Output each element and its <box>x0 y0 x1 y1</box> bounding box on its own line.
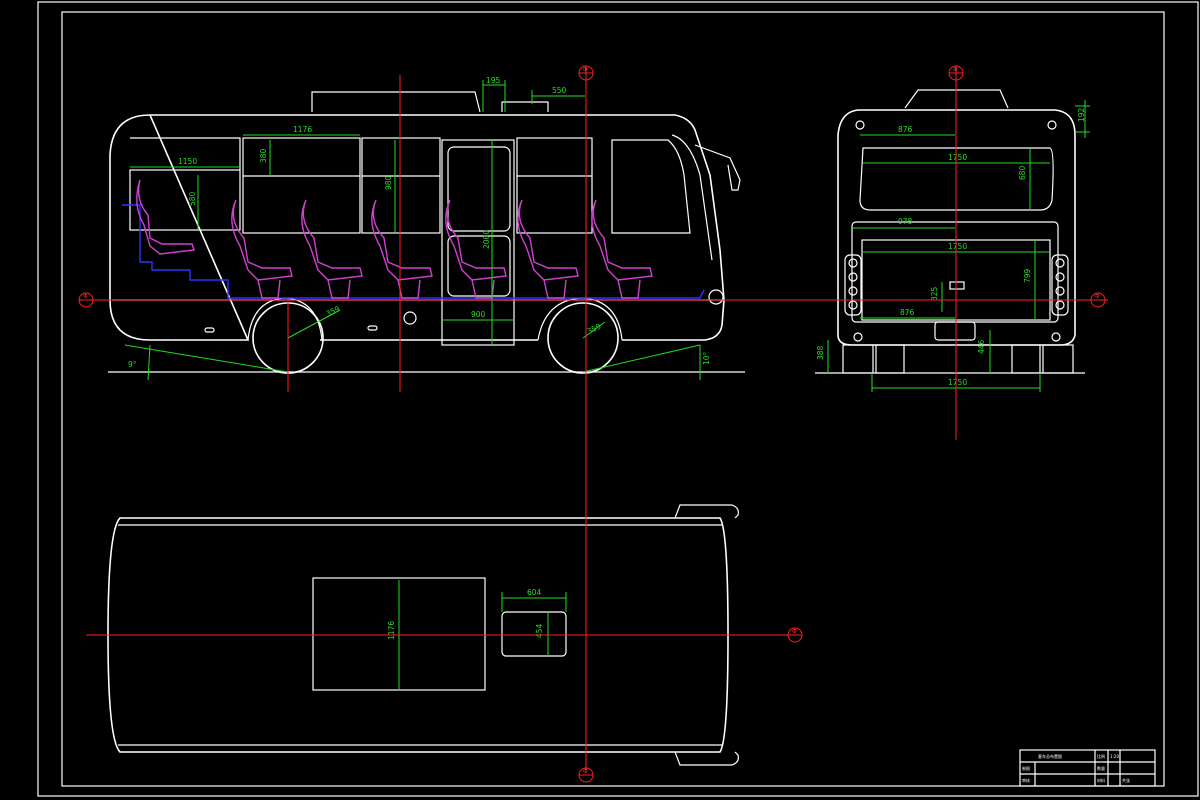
dim-rear-panel-width: 1750 <box>948 242 967 251</box>
rear-tire-left-outer <box>842 344 874 374</box>
title-block-scale-value: 1:20 <box>1110 754 1119 759</box>
seat-3 <box>301 199 363 299</box>
rear-tire-right-outer <box>1042 344 1074 374</box>
rear-window <box>859 147 1054 211</box>
dim-approach-angle: 9° <box>128 360 137 369</box>
seat-4 <box>371 199 433 299</box>
title-block-scale-label: 比例 <box>1097 753 1105 759</box>
title-block-name: 客车总布置图 <box>1038 753 1062 759</box>
top-mirror-upper <box>674 504 739 519</box>
rear-lamp-left <box>844 254 862 316</box>
seat-6 <box>517 199 579 299</box>
dim-rear-window-width: 1150 <box>178 157 197 166</box>
dim-rear-top-height: 192 <box>1077 107 1086 122</box>
side-dimensions: 195 550 1176 380 980 1150 580 2000 900 3… <box>124 76 711 381</box>
dim-rear-panel-height: 799 <box>1023 268 1032 283</box>
rear-lamp-right <box>1051 254 1069 316</box>
dim-rear-window-height: 680 <box>1018 165 1027 180</box>
rear-tire-right-inner <box>1011 344 1041 374</box>
rear-side-window <box>129 169 241 231</box>
center-lines: Φ Φ Φ Φ Φ Φ <box>78 65 1108 783</box>
axis-label: Φ <box>792 628 797 635</box>
window-3 <box>516 137 593 234</box>
dim-window-height: 380 <box>259 148 268 163</box>
rear-view: 192 876 1750 680 978 1750 799 325 876 38… <box>815 89 1090 392</box>
side-body-outline <box>109 114 725 341</box>
title-block-sheet-no: 共张 <box>1122 777 1130 783</box>
door-glass-lower <box>447 235 511 297</box>
top-dimensions: 1176 604 454 <box>387 580 567 690</box>
dim-rear-panel-offset: 978 <box>898 217 913 226</box>
seat-2 <box>231 199 293 299</box>
seat-1 <box>136 179 195 255</box>
rear-dimensions: 192 876 1750 680 978 1750 799 325 876 38… <box>816 100 1090 392</box>
seat-7 <box>591 199 653 299</box>
side-door <box>441 139 515 346</box>
title-block-material-label: 材料 <box>1097 777 1105 783</box>
roof-vent <box>501 101 549 112</box>
dim-departure-angle: 10° <box>702 351 711 365</box>
rear-tire-left-inner <box>875 344 905 374</box>
door-glass-upper <box>447 146 511 232</box>
top-mirror-lower <box>674 751 739 766</box>
seat-5 <box>445 199 507 299</box>
title-block-sheet-label: 数量 <box>1097 765 1105 771</box>
top-roof-vent <box>501 611 567 657</box>
floor-line <box>122 204 705 299</box>
dim-rear-bumper-height: 446 <box>977 339 986 354</box>
dim-hatch-offset: 550 <box>552 86 567 95</box>
front-wheel-arch <box>537 297 623 341</box>
rear-plate-lamp <box>949 281 965 290</box>
dim-top-vent-width: 604 <box>527 588 542 597</box>
dim-rear-track-width: 1750 <box>948 378 967 387</box>
dim-rear-plate-height: 325 <box>930 286 939 301</box>
axis-label: Φ <box>953 66 958 73</box>
axis-label: Φ <box>583 768 588 775</box>
roof-hatch <box>311 91 481 113</box>
window-2 <box>361 137 441 234</box>
dim-top-hatch-length: 1176 <box>387 621 396 640</box>
rear-roof-hatch <box>904 89 1009 109</box>
side-view: 195 550 1176 380 980 1150 580 2000 900 3… <box>108 76 745 381</box>
seat-row <box>136 179 653 299</box>
title-block-drawn-label: 制图 <box>1022 765 1030 771</box>
dim-door-width: 900 <box>471 310 486 319</box>
outer-frame <box>37 1 1199 797</box>
top-view: 1176 604 454 <box>107 504 739 766</box>
dim-rear-wheel-radius: 359 <box>324 304 341 318</box>
dim-door-height: 2000 <box>482 230 491 249</box>
axis-label: Φ <box>583 66 588 73</box>
dim-rear-top-offset: 876 <box>898 125 913 134</box>
dim-window-width: 1176 <box>293 125 312 134</box>
dim-top-vent-height: 454 <box>535 623 544 638</box>
dim-rear-ground-clearance: 388 <box>816 345 825 360</box>
dim-rear-window-width: 1750 <box>948 153 967 162</box>
rear-plate <box>934 321 976 341</box>
dim-window-height-lower: 980 <box>384 175 393 190</box>
dim-roof-hatch: 195 <box>486 76 501 85</box>
front-windshield <box>611 139 691 234</box>
axis-label: Φ <box>83 293 88 300</box>
top-body-outline <box>107 517 729 753</box>
front-wheel <box>547 302 619 374</box>
inner-frame <box>61 11 1165 787</box>
window-1 <box>242 137 361 234</box>
dim-front-wheel-radius: 359 <box>586 321 603 335</box>
side-mirror <box>694 144 741 191</box>
title-block-checked-label: 审核 <box>1022 777 1030 783</box>
fuel-cap <box>403 311 417 325</box>
dim-rear-window-height: 580 <box>188 191 197 206</box>
title-block: 客车总布置图 比例 1:20 数量 材料 制图 审核 共张 <box>1019 749 1156 787</box>
axis-label: Φ <box>1095 293 1100 300</box>
headlamp <box>708 289 724 305</box>
dim-rear-lower-offset: 876 <box>900 308 915 317</box>
